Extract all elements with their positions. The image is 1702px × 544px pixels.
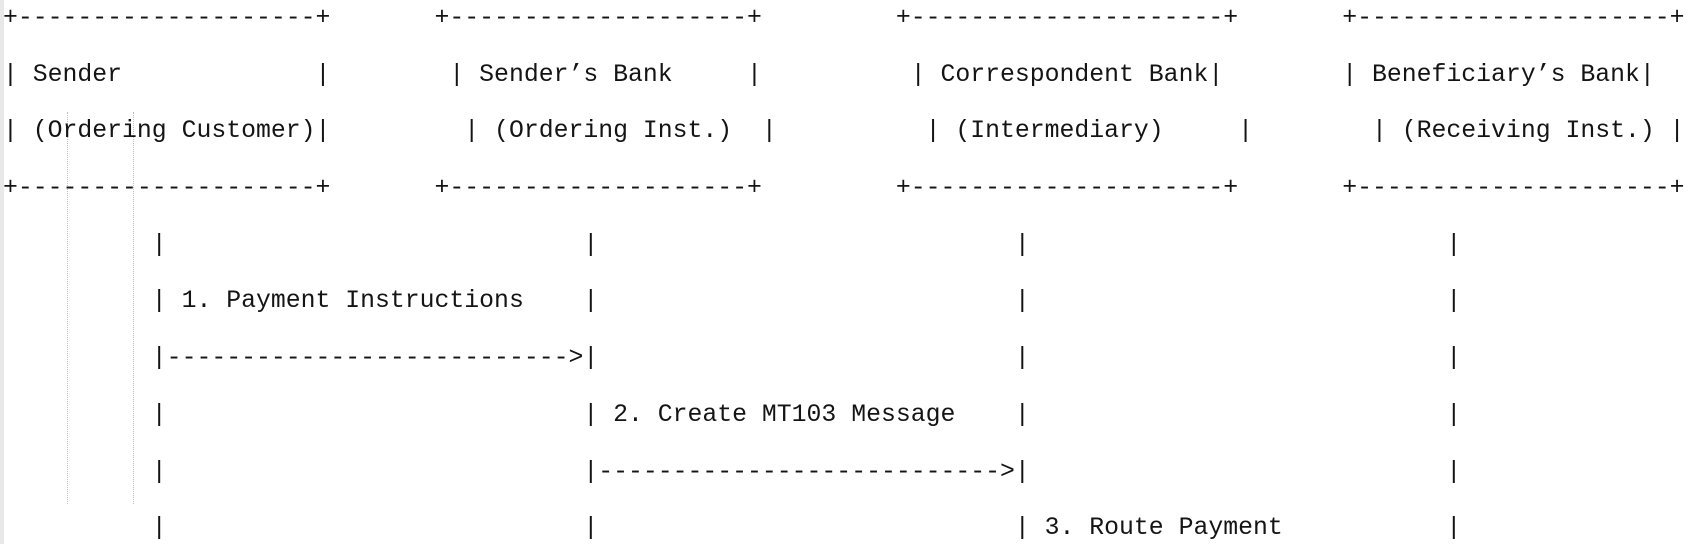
indent-guide [133, 112, 134, 504]
left-gutter-strip [0, 0, 4, 544]
ascii-line-msg1-arrow: |--------------------------->| | | [3, 344, 1462, 373]
indent-guide [67, 112, 68, 504]
ascii-line-box-top: +--------------------+ +----------------… [3, 4, 1685, 32]
ascii-line-msg1-label: | 1. Payment Instructions | | | [3, 287, 1462, 316]
ascii-sequence-diagram[interactable]: +--------------------+ +----------------… [3, 4, 1685, 544]
ascii-line-msg2-arrow: | |--------------------------->| | [3, 457, 1462, 486]
ascii-line-msg3-label: | | | 3. Route Payment | [3, 514, 1462, 543]
ascii-line-actor-names: | Sender | | Sender’s Bank | | Correspon… [3, 60, 1655, 89]
ascii-line-actor-subtitles: | (Ordering Customer)| | (Ordering Inst.… [3, 117, 1685, 146]
ascii-line-lifelines: | | | | [3, 230, 1462, 259]
ascii-line-msg2-label: | | 2. Create MT103 Message | | [3, 400, 1462, 429]
ascii-line-box-bottom: +--------------------+ +----------------… [3, 174, 1685, 203]
